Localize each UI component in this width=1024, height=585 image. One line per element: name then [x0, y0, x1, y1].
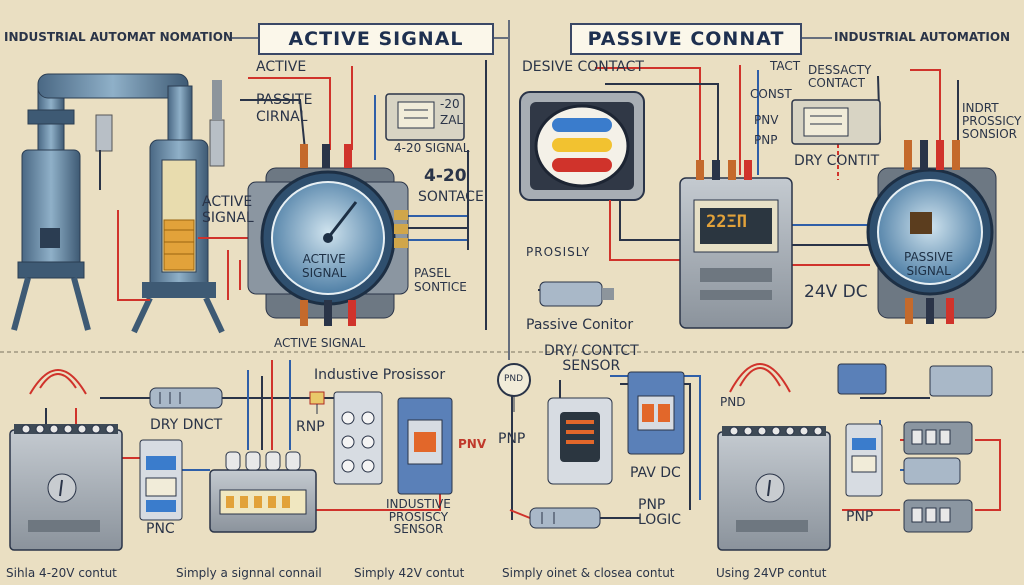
bottom-left-wiring [29, 360, 441, 511]
relay-module [333, 391, 383, 485]
connector-blocks-right [837, 363, 993, 533]
warning-sign [309, 391, 325, 414]
pipe-system [11, 73, 225, 334]
pnp-left-label: PNP [498, 431, 526, 447]
dry-contact-meter-box [791, 99, 881, 145]
dry-dnct-label: DRY DNCT [150, 417, 223, 433]
footer-caption-5: Using 24VP contut [716, 566, 827, 580]
round-gauge-small [497, 363, 531, 412]
bottom-left-module [9, 424, 123, 551]
pnp-relay-right [845, 423, 883, 497]
inline-sensor-top [149, 387, 223, 409]
pnp-logic-label: PNP LOGIC [638, 497, 682, 528]
pnd-gauge-label: PND [504, 374, 524, 384]
footer-caption-3: Simply 42V contut [354, 566, 465, 580]
meter-zal-label: ZAL [440, 113, 464, 127]
passive-small-sensor [539, 281, 614, 307]
right-caption: INDUSTRIAL AUTOMATION [834, 30, 1011, 44]
passive-controller [679, 160, 793, 329]
rnp-label: RNP [296, 419, 325, 435]
orange-breaker [627, 371, 685, 455]
footer-caption-1: Sihla 4-20V contut [6, 566, 117, 580]
passive-gauge-label: PASSIVE SIGNAL [904, 250, 954, 279]
dry-contct-sensor-label: DRY/ CONTCT SENSOR [544, 343, 639, 374]
industive-prosissor-label: Industive Prosissor [314, 367, 446, 383]
pnc-relay [139, 439, 183, 521]
controller-display: 22ΞΠ [706, 212, 747, 232]
prossly-label: PROSISLY [526, 245, 591, 259]
signal-420-label: 4-20 SIGNAL [394, 141, 470, 155]
active-signal-pipe-label: ACTIVE SIGNAL [202, 194, 254, 227]
pnd-small-label: PND [720, 395, 746, 409]
pnv-red-label: PNV [458, 437, 487, 451]
sontace-label: SONTACE [418, 189, 484, 205]
terminal-block [209, 451, 317, 533]
dessacty-contact-label: DESSACTY CONTACT [808, 63, 872, 91]
dry-contit-label: DRY CONTIT [794, 153, 880, 169]
passive-gauge [866, 140, 997, 324]
dc24-label: 24V DC [804, 282, 868, 302]
pav-dc-label: PAV DC [630, 465, 681, 481]
passive-cirnal-label: PASSITE CIRNAL [256, 92, 313, 125]
const-label: CONST [750, 87, 792, 101]
left-banner: ACTIVE SIGNAL [258, 23, 494, 55]
footer-caption-2: Simply a signnal connail [176, 566, 322, 580]
bottom-sensor-probe [529, 507, 601, 529]
footer-caption-4: Simply oinet & closea contut [502, 566, 675, 580]
indrt-prossicy-label: INDRT PROSSICY SONSIOR [962, 101, 1022, 142]
passive-panel-device [519, 91, 645, 201]
passive-conitor-label: Passive Conitor [526, 317, 634, 333]
industive-prosiscy-label: INDUSTIVE PROSISCY SENSOR [386, 497, 451, 537]
pnc-label: PNC [146, 521, 175, 537]
pasel-sontice-label: PASEL SONTICE [414, 266, 467, 295]
bottom-right-module [717, 426, 831, 551]
breaker-module [397, 397, 453, 495]
meter-20-label: -20 [440, 97, 460, 111]
big-420-label: 4-20 [424, 166, 467, 186]
tact-label: TACT [770, 59, 801, 73]
pnp-small-label: PNP [754, 133, 778, 147]
right-banner: PASSIVE CONNAT [570, 23, 802, 55]
signal-meter-box [385, 93, 465, 141]
active-gauge [247, 144, 409, 326]
right-wiring [538, 65, 959, 291]
active-signal-bottom-label: ACTIVE SIGNAL [274, 336, 366, 350]
desive-contact-label: DESIVE CONTACT [522, 59, 644, 75]
left-caption: INDUSTRIAL AUTOMAT NOMATION [4, 30, 234, 44]
pnp-bottom-label: PNP [846, 509, 874, 525]
dry-contact-sensor [547, 397, 613, 485]
pnv-label: PNV [754, 113, 779, 127]
active-top-label: ACTIVE [256, 59, 307, 75]
gauge-label-left: ACTIVE SIGNAL [302, 252, 347, 281]
